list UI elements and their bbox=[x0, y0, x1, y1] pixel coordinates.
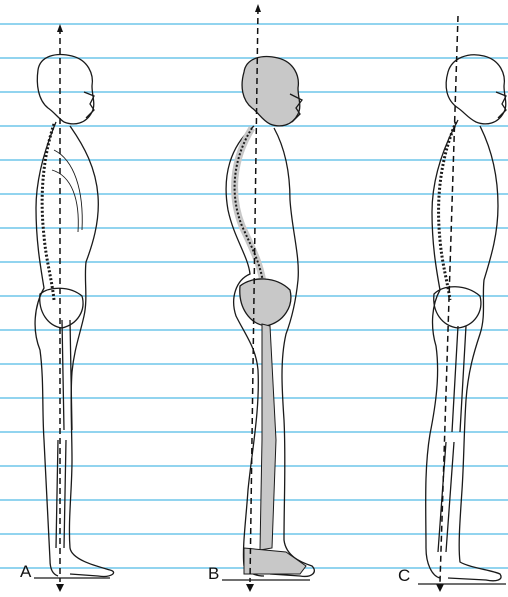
figure-a-pelvis bbox=[40, 288, 83, 328]
figure-b-plumb-arrow-top bbox=[255, 4, 261, 12]
figure-c-forward-lean-posture bbox=[426, 55, 506, 581]
figure-c-plumb-arrow-bottom bbox=[436, 584, 444, 592]
figure-a-tibia bbox=[56, 440, 66, 548]
figure-a-plumb-arrow-bottom bbox=[56, 584, 64, 592]
figure-c-tibia bbox=[438, 442, 454, 552]
figure-c-pelvis bbox=[434, 287, 481, 328]
figure-a-face bbox=[84, 92, 94, 118]
figure-a-plumb-arrow-top bbox=[57, 24, 63, 32]
figure-a-spine bbox=[42, 124, 54, 300]
ground-lines bbox=[34, 578, 506, 584]
figure-a-skull bbox=[37, 55, 93, 124]
figure-b-body-front bbox=[270, 128, 314, 576]
figure-c-femur bbox=[452, 326, 466, 432]
figure-b-plumb-arrow-bottom bbox=[246, 584, 254, 592]
figure-c-face bbox=[496, 92, 506, 118]
figure-a-upright-posture bbox=[35, 55, 114, 577]
figure-b-shaded-foot bbox=[244, 548, 306, 574]
figure-b-shaded-pelvis bbox=[240, 279, 291, 326]
figure-c-plumb-line bbox=[440, 16, 458, 582]
figure-b-shaded-leg bbox=[260, 324, 276, 550]
figure-a-body-back bbox=[35, 122, 58, 576]
figure-a-femur bbox=[62, 320, 72, 430]
panel-label-a: A bbox=[20, 563, 31, 580]
panel-label-b: B bbox=[208, 565, 219, 582]
panel-label-c: C bbox=[398, 567, 410, 584]
figure-a-rib-cage bbox=[52, 150, 82, 232]
figure-b-swayback-posture bbox=[226, 57, 314, 577]
figure-b-shaded-skull bbox=[242, 57, 300, 126]
